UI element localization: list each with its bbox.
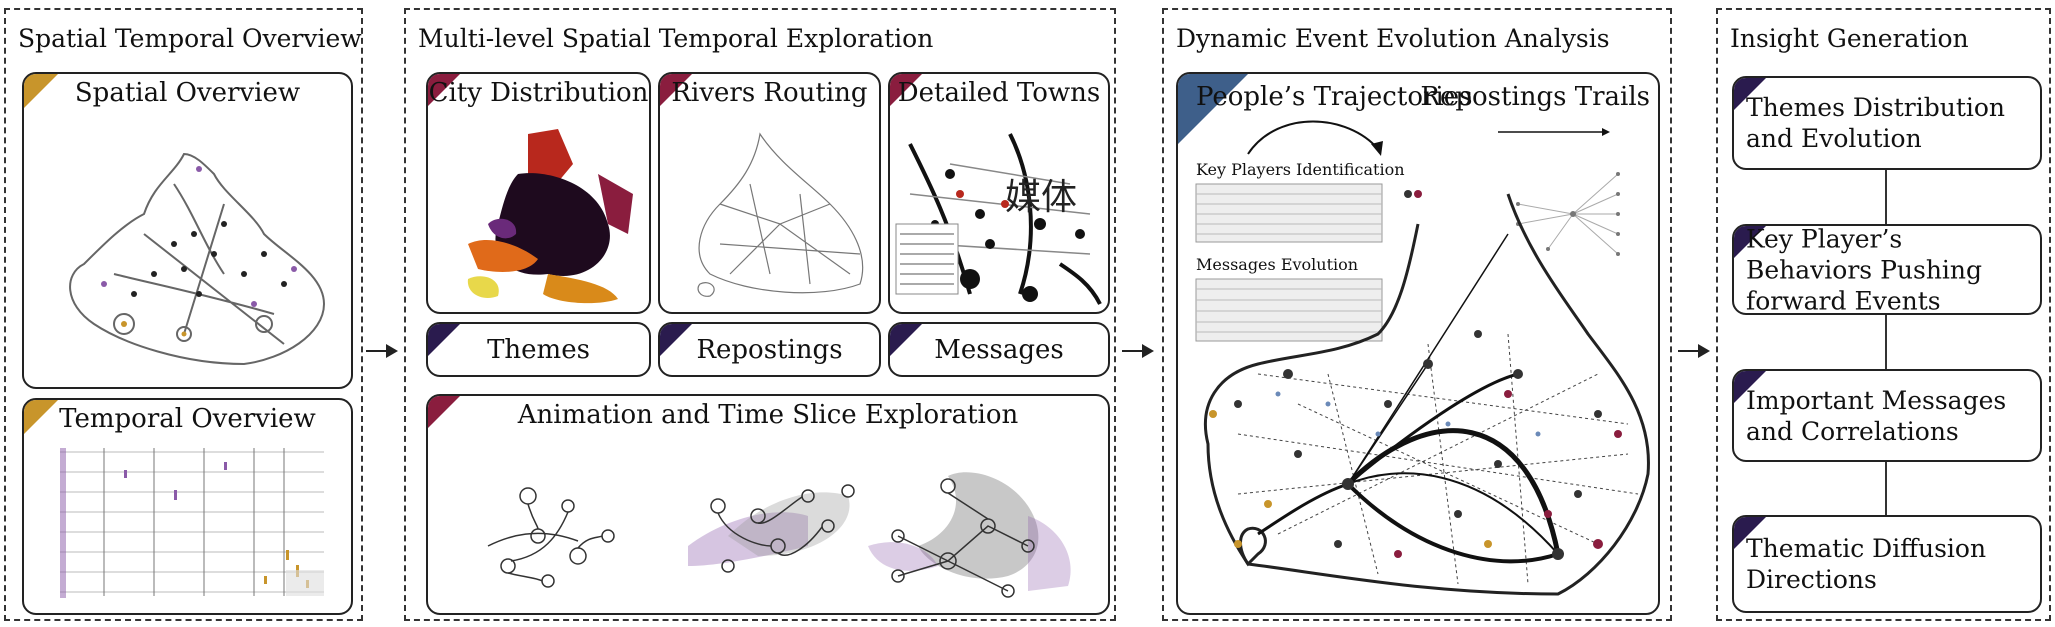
card-title: Themes bbox=[487, 334, 590, 365]
detailed-towns-card[interactable]: Detailed Towns 媒体 bbox=[888, 72, 1110, 314]
themes-card[interactable]: Themes bbox=[426, 322, 651, 377]
flow-arrow bbox=[1678, 344, 1710, 358]
dynamic-analysis-card[interactable]: People’s Trajectories Repostings Trails bbox=[1176, 72, 1660, 615]
repostings-trails-label: Repostings Trails bbox=[1420, 82, 1650, 112]
navy-corner-marker bbox=[1734, 226, 1766, 258]
flow-arrow bbox=[1122, 344, 1154, 358]
card-title: Messages bbox=[934, 334, 1064, 365]
navy-corner-marker bbox=[428, 324, 460, 356]
card-title: City Distribution bbox=[428, 78, 649, 108]
card-title: Detailed Towns bbox=[897, 78, 1101, 108]
section-title: Insight Generation bbox=[1730, 24, 1969, 53]
navy-corner-marker bbox=[1734, 78, 1766, 110]
messages-card[interactable]: Messages bbox=[888, 322, 1110, 377]
spatial-overview-card[interactable]: Spatial Overview bbox=[22, 72, 353, 389]
rivers-routing-map bbox=[697, 132, 864, 297]
key-players-label: Key Players Identification bbox=[1196, 160, 1405, 179]
insight-text: Thematic Diffusion Directions bbox=[1746, 534, 1987, 594]
maroon-corner-marker bbox=[428, 74, 460, 106]
towns-glyph-label: 媒体 bbox=[1005, 177, 1077, 218]
animation-time-slice-card[interactable]: Animation and Time Slice Exploration bbox=[426, 394, 1110, 615]
temporal-overview-chart bbox=[60, 448, 324, 598]
time-slice-2 bbox=[710, 484, 855, 573]
insight-card[interactable]: Thematic Diffusion Directions bbox=[1732, 515, 2042, 613]
navy-corner-marker bbox=[890, 324, 922, 356]
time-slice-3 bbox=[891, 478, 1035, 598]
repostings-card[interactable]: Repostings bbox=[658, 322, 881, 377]
maroon-corner-marker bbox=[660, 74, 692, 106]
detailed-towns-map: 媒体 bbox=[895, 133, 1102, 305]
city-distribution-card[interactable]: City Distribution bbox=[426, 72, 651, 314]
insight-text: Key Player’s Behaviors Pushing forward E… bbox=[1746, 224, 1983, 315]
section-title: Multi-level Spatial Temporal Exploration bbox=[418, 24, 934, 53]
time-slice-1 bbox=[487, 487, 615, 588]
dynamic-analysis-graph bbox=[1195, 120, 1650, 596]
insight-text: Themes Distribution and Evolution bbox=[1746, 93, 2006, 153]
messages-evolution-label: Messages Evolution bbox=[1196, 255, 1359, 274]
rivers-routing-card[interactable]: Rivers Routing bbox=[658, 72, 881, 314]
blue-corner-marker bbox=[1178, 74, 1248, 144]
insight-connectors bbox=[1885, 170, 1887, 515]
card-title: Animation and Time Slice Exploration bbox=[517, 400, 1019, 430]
navy-corner-marker bbox=[660, 324, 692, 356]
card-title: Rivers Routing bbox=[671, 78, 868, 108]
gold-corner-marker bbox=[24, 74, 58, 108]
card-title: Spatial Overview bbox=[74, 78, 301, 108]
maroon-corner-marker bbox=[890, 74, 922, 106]
spatial-temporal-overview-section: Spatial Temporal Overview Spatial Overvi… bbox=[4, 8, 363, 621]
animation-time-slices bbox=[487, 472, 1071, 598]
navy-corner-marker bbox=[1734, 371, 1766, 403]
multilevel-exploration-section: Multi-level Spatial Temporal Exploration… bbox=[404, 8, 1116, 621]
city-distribution-map bbox=[467, 129, 633, 304]
temporal-overview-card[interactable]: Temporal Overview bbox=[22, 398, 353, 615]
trajectories-label: People’s Trajectories bbox=[1196, 82, 1473, 112]
section-title: Dynamic Event Evolution Analysis bbox=[1176, 24, 1610, 53]
flow-arrow bbox=[366, 344, 398, 358]
maroon-corner-marker bbox=[428, 396, 460, 428]
insight-card[interactable]: Key Player’s Behaviors Pushing forward E… bbox=[1732, 224, 2042, 315]
navy-corner-marker bbox=[1734, 517, 1766, 549]
card-title: Repostings bbox=[696, 334, 843, 365]
insight-text: Important Messages and Correlations bbox=[1746, 385, 2007, 446]
section-title: Spatial Temporal Overview bbox=[18, 24, 362, 53]
insight-card[interactable]: Themes Distribution and Evolution bbox=[1732, 76, 2042, 170]
insight-card[interactable]: Important Messages and Correlations bbox=[1732, 369, 2042, 462]
spatial-overview-map bbox=[69, 152, 326, 366]
dynamic-event-evolution-section: Dynamic Event Evolution Analysis People’… bbox=[1162, 8, 1672, 621]
insight-generation-section: Insight Generation Themes Distribution a… bbox=[1716, 8, 2051, 621]
gold-corner-marker bbox=[24, 400, 58, 434]
card-title: Temporal Overview bbox=[59, 404, 316, 434]
